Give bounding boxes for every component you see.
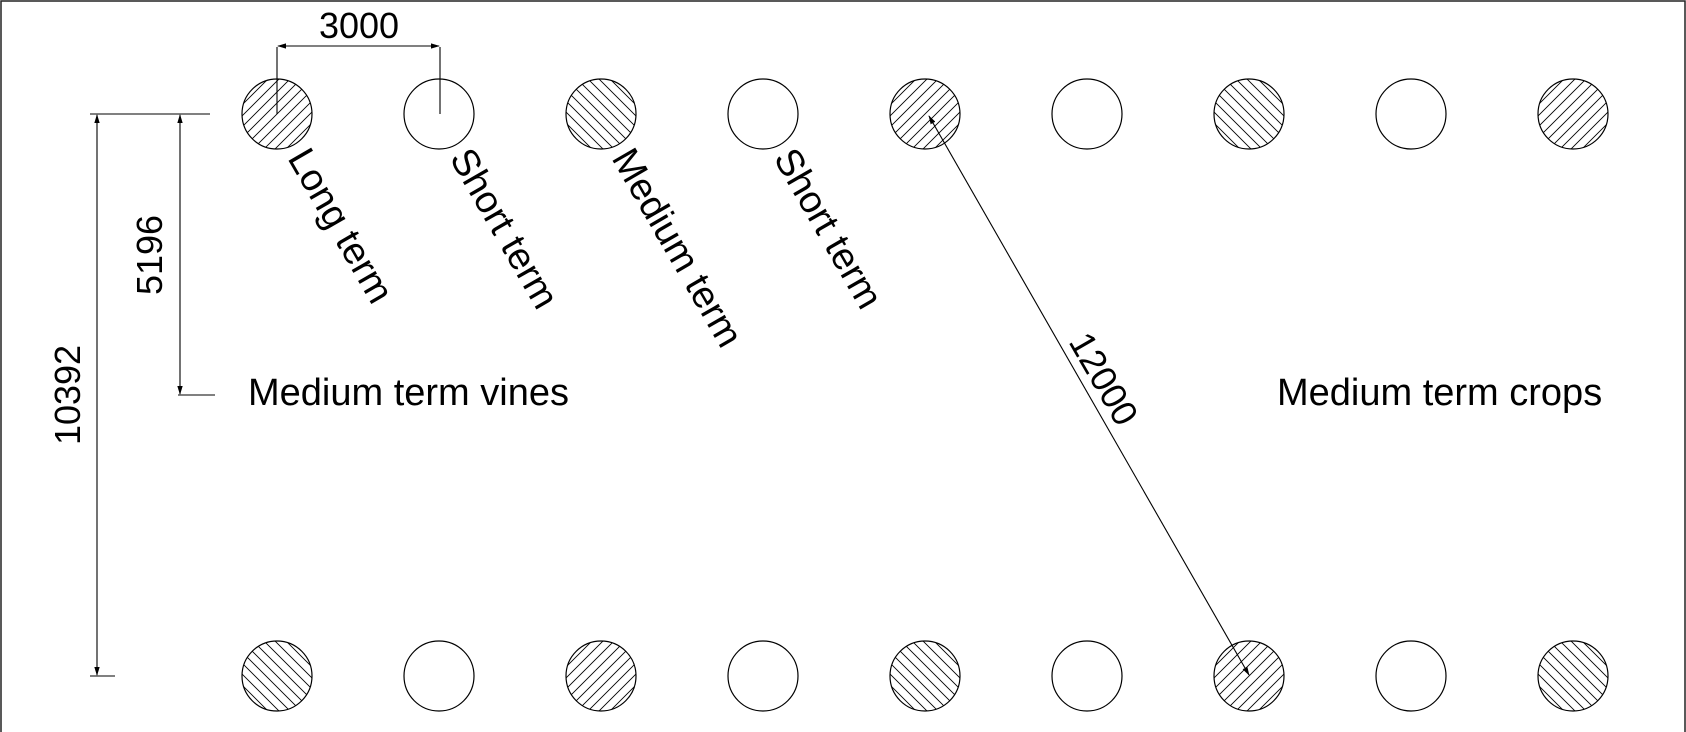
plant-bottom-7 [1213, 640, 1285, 712]
area-label-crops: Medium term crops [1277, 372, 1602, 414]
plant-label-medium-term: Medium term [603, 142, 750, 355]
plant-label-short-term-2: Short term [765, 142, 890, 317]
plant-labels: Long term Short term Medium term Short t… [279, 142, 890, 355]
plant-top-5 [889, 78, 961, 150]
area-label-vines: Medium term vines [248, 372, 569, 414]
plant-bottom-9 [1537, 640, 1609, 712]
plant-top-3 [565, 78, 637, 150]
spacing-dimension-text: 3000 [319, 5, 399, 46]
plant-bottom-4 [727, 640, 799, 712]
plant-top-4 [727, 78, 799, 150]
plant-top-1 [241, 78, 313, 150]
plant-bottom-2 [403, 640, 475, 712]
plant-top-9 [1537, 78, 1609, 150]
plant-bottom-6 [1051, 640, 1123, 712]
plant-bottom-5 [889, 640, 961, 712]
full-height-dimension: 10392 [47, 114, 115, 677]
plant-top-6 [1051, 78, 1123, 150]
plant-bottom-1 [241, 640, 313, 712]
plant-bottom-3 [565, 640, 637, 712]
half-height-dimension: 5196 [90, 113, 215, 396]
plant-top-7 [1213, 78, 1285, 150]
diagonal-dimension: 12000 [928, 115, 1250, 676]
plant-label-long-term: Long term [279, 142, 401, 311]
plant-top-8 [1375, 78, 1447, 150]
plant-bottom-8 [1375, 640, 1447, 712]
diagonal-dimension-text: 12000 [1061, 325, 1147, 432]
half-height-dimension-text: 5196 [129, 215, 170, 295]
plant-label-short-term-1: Short term [441, 142, 566, 317]
plant-circles [241, 78, 1609, 712]
full-height-dimension-text: 10392 [47, 345, 88, 445]
plant-top-2 [403, 78, 475, 150]
spacing-dimension: 3000 [276, 5, 441, 114]
